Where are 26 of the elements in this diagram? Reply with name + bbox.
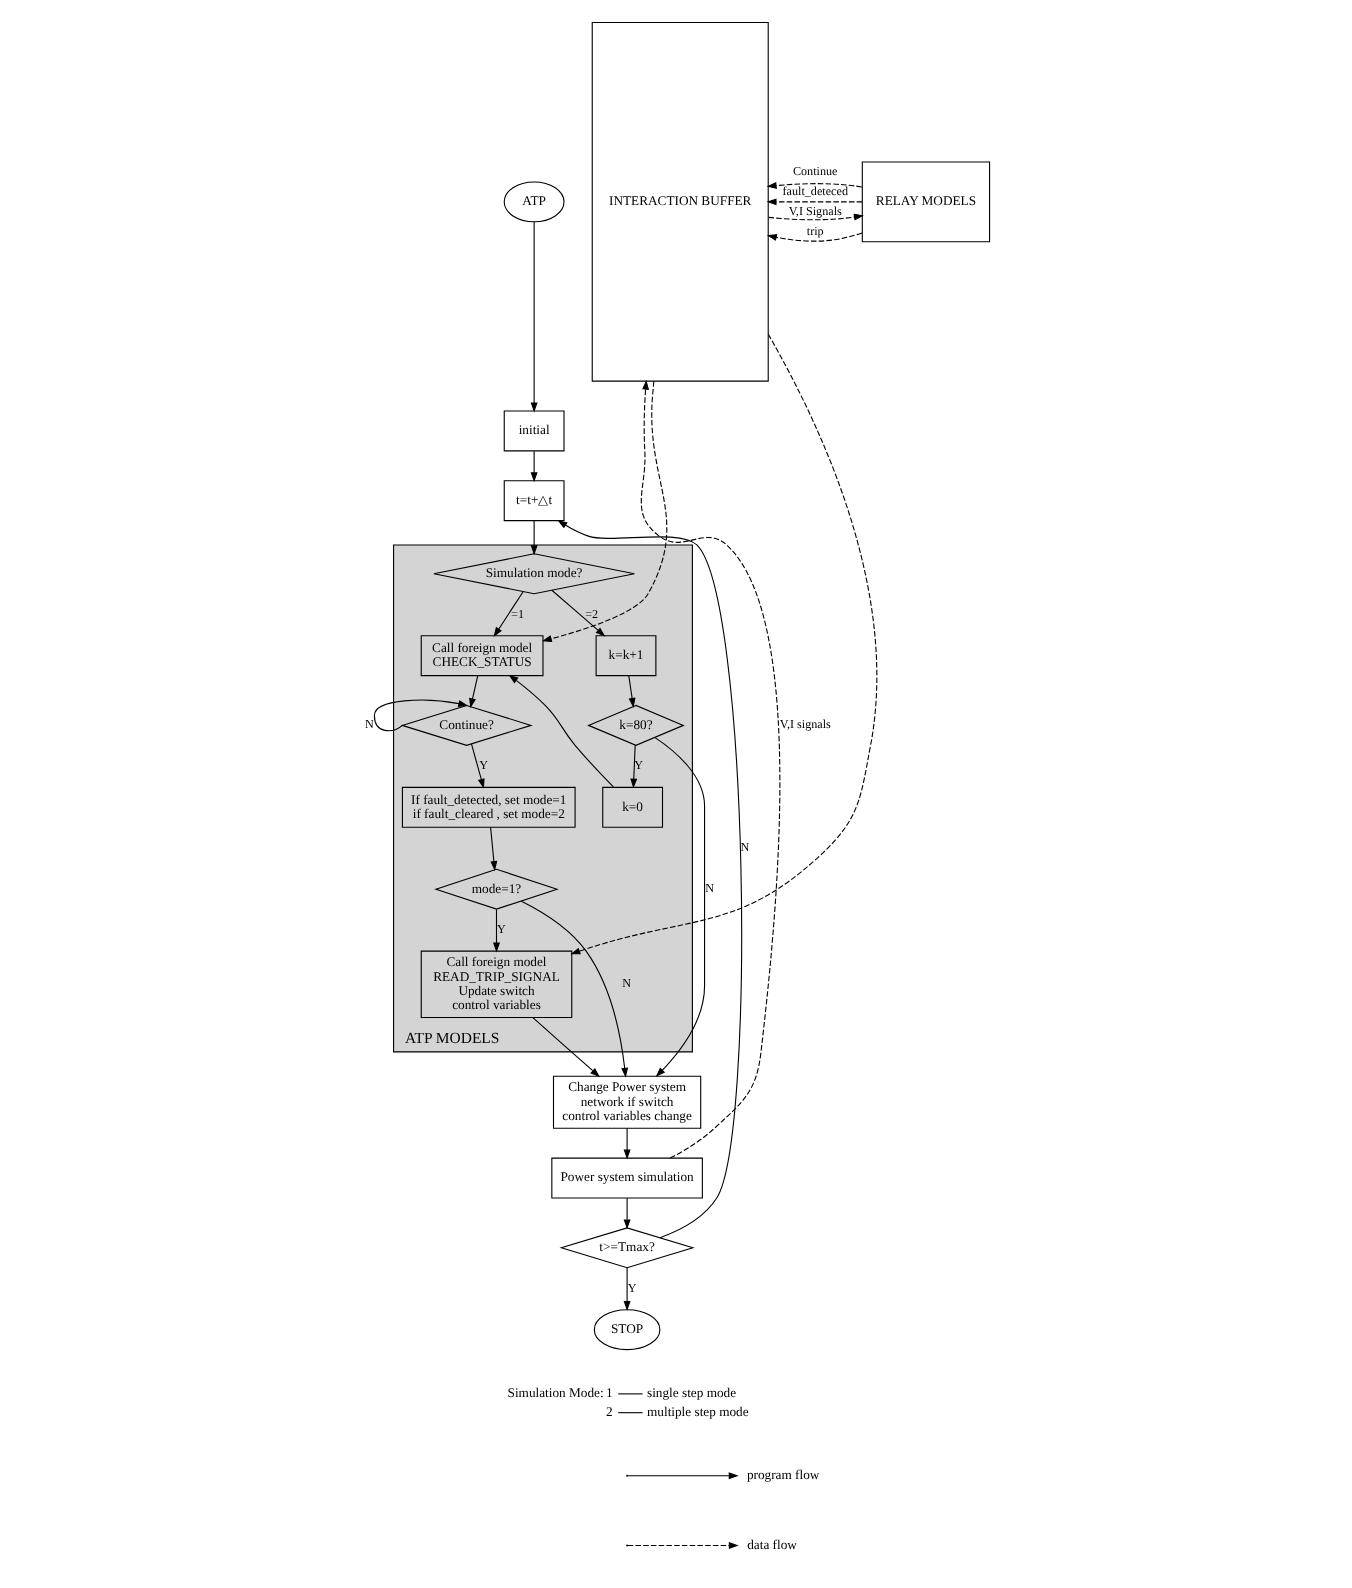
arrow [629,744,637,789]
arrow [622,1197,630,1230]
arrow [639,379,780,1159]
arrow [468,675,478,709]
arrow [765,198,862,206]
arrow [529,520,537,556]
arrow [765,182,862,190]
arrow [550,589,605,637]
arrow [765,232,862,242]
arrow [507,674,613,788]
arrow [540,380,667,643]
arrow [556,520,742,1239]
arrow [531,1017,600,1078]
arrow [767,213,863,221]
arrow [519,900,628,1078]
arrow [627,675,635,708]
arrow [653,737,705,1078]
arrow [622,1127,630,1160]
arrow [622,1267,630,1311]
arrow [492,909,499,953]
arrow [492,591,523,638]
arrow [529,221,537,413]
arrow [569,333,877,955]
arrow [489,826,497,871]
arrow [529,450,537,483]
arrow [469,743,484,789]
